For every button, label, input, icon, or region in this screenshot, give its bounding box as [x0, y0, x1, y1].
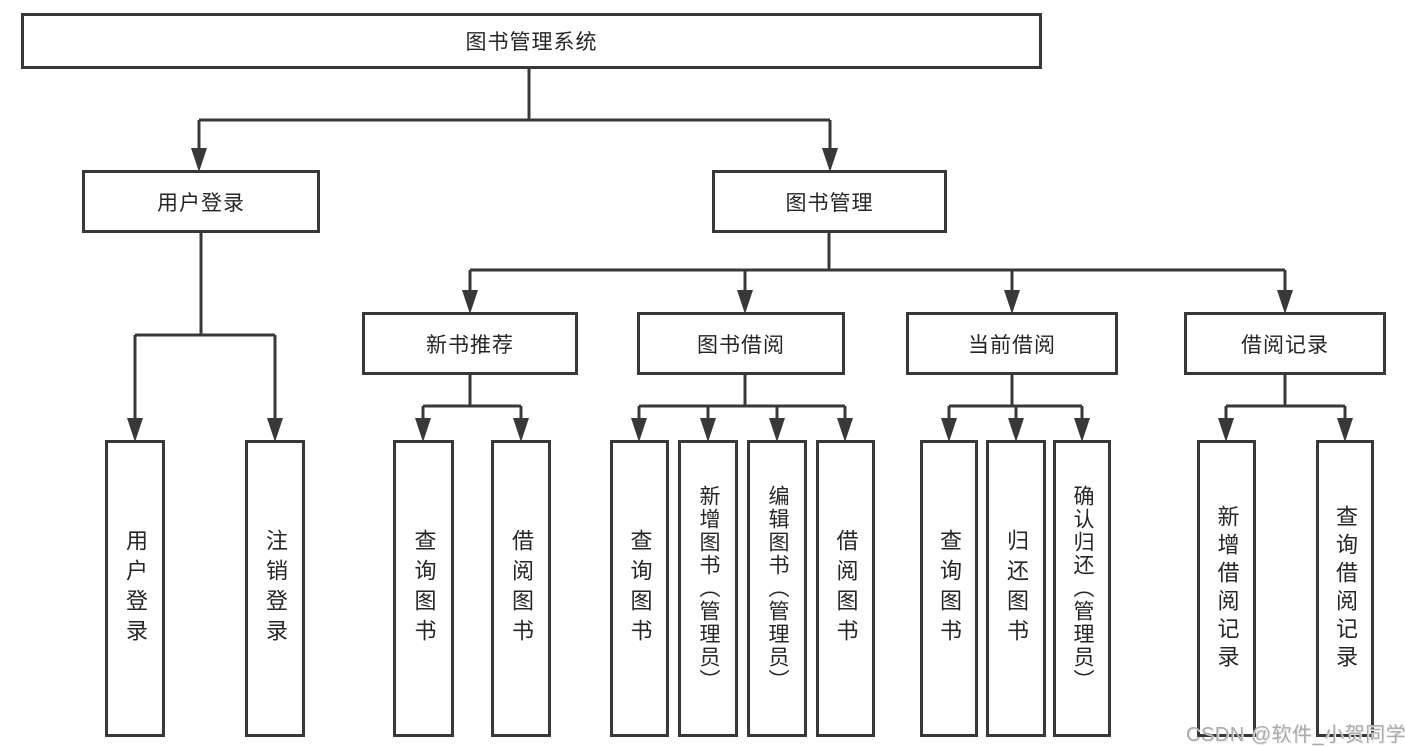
connector-borrow-records-to-leaves — [1224, 375, 1347, 422]
arrowhead — [267, 418, 283, 442]
arrowhead — [513, 418, 529, 442]
arrowhead — [415, 418, 431, 442]
node-label: 查询图书 — [627, 528, 653, 649]
node-book-borrow: 图书借阅 — [637, 312, 845, 375]
arrowhead — [191, 148, 207, 172]
arrowhead — [822, 148, 838, 172]
arrowhead — [1004, 290, 1020, 314]
connector-current-borrow-to-leaves — [947, 375, 1084, 422]
connector-user-login-to-leaves — [133, 233, 277, 422]
node-user-login: 用户登录 — [82, 170, 320, 233]
node-label: 图书管理系统 — [465, 31, 598, 54]
arrowhead — [1074, 418, 1090, 442]
connector-root-to-level1 — [197, 69, 832, 152]
node-leaf-query-books-borrow: 查询图书 — [610, 440, 669, 737]
node-leaf-query-borrow-record: 查询借阅记录 — [1316, 440, 1374, 737]
arrowhead — [941, 418, 957, 442]
connector-book-borrow-to-leaves — [637, 375, 847, 422]
node-book-management: 图书管理 — [712, 170, 947, 233]
node-library-management-system: 图书管理系统 — [21, 13, 1042, 69]
node-leaf-return-books: 归还图书 — [986, 440, 1046, 737]
arrowhead — [737, 290, 753, 314]
arrowhead — [127, 418, 143, 442]
connector-new-book-recommend-to-leaves — [421, 375, 523, 422]
csdn-watermark: CSDN @软件_小贺同学 — [1186, 724, 1405, 746]
arrowhead — [700, 418, 716, 442]
arrowhead — [462, 290, 478, 314]
node-leaf-add-books-admin: 新增图书（管理员） — [678, 440, 738, 737]
node-label: 编辑图书（管理员） — [766, 485, 789, 692]
node-label: 新增借阅记录 — [1214, 504, 1240, 673]
arrowhead — [1277, 290, 1293, 314]
node-current-borrow: 当前借阅 — [906, 312, 1118, 375]
node-leaf-query-books-recommend: 查询图书 — [393, 440, 454, 737]
arrowhead — [1008, 418, 1024, 442]
node-label: 新书推荐 — [426, 333, 514, 357]
node-label: 新增图书（管理员） — [697, 485, 720, 692]
node-label: 借阅图书 — [509, 528, 534, 649]
node-leaf-edit-books-admin: 编辑图书（管理员） — [747, 440, 807, 737]
node-leaf-logout: 注销登录 — [245, 440, 305, 737]
node-label: 当前借阅 — [968, 333, 1056, 357]
node-label: 借阅记录 — [1241, 333, 1329, 357]
arrowhead — [1337, 418, 1353, 442]
node-leaf-add-borrow-record: 新增借阅记录 — [1197, 440, 1256, 737]
arrowhead — [769, 418, 785, 442]
arrowhead — [1218, 418, 1234, 442]
node-label: 归还图书 — [1004, 528, 1029, 649]
node-leaf-borrow-books-recommend: 借阅图书 — [491, 440, 551, 737]
node-label: 注销登录 — [263, 528, 288, 649]
node-borrow-records: 借阅记录 — [1184, 312, 1386, 375]
arrowhead — [837, 418, 853, 442]
connector-book-management-to-level2 — [468, 233, 1287, 294]
arrowhead — [631, 418, 647, 442]
node-leaf-borrow-books: 借阅图书 — [816, 440, 875, 737]
node-label: 借阅图书 — [833, 528, 859, 649]
node-label: 图书管理 — [785, 191, 874, 215]
node-label: 查询借阅记录 — [1333, 504, 1358, 673]
node-label: 查询图书 — [411, 528, 437, 649]
node-new-book-recommend: 新书推荐 — [362, 312, 578, 375]
node-label: 确认归还（管理员） — [1071, 485, 1094, 692]
node-leaf-query-books-current: 查询图书 — [920, 440, 978, 737]
node-label: 查询图书 — [937, 528, 962, 649]
node-label: 用户登录 — [157, 191, 245, 215]
node-label: 图书借阅 — [697, 333, 785, 357]
node-leaf-user-login: 用户登录 — [105, 440, 165, 737]
node-leaf-confirm-return-admin: 确认归还（管理员） — [1053, 440, 1111, 737]
node-label: 用户登录 — [123, 528, 148, 649]
